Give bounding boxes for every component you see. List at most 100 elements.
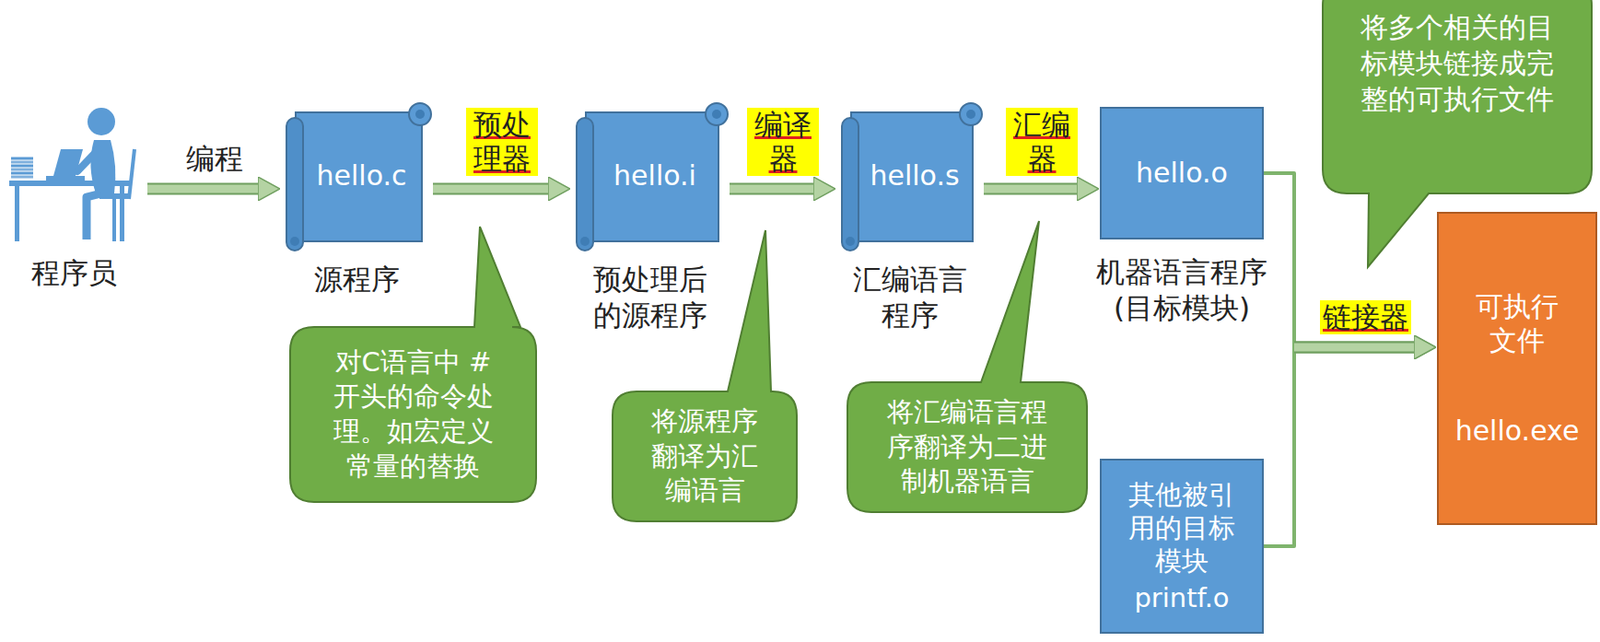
flow-arrow: [983, 188, 1078, 190]
box-body: hello.o: [1099, 106, 1264, 240]
paper-stack: [11, 157, 34, 161]
scroll-body: [295, 112, 422, 242]
flow-arrow: [729, 188, 815, 190]
flow-arrow: [147, 188, 259, 190]
executable-box-outline: [1436, 211, 1598, 526]
scroll-curl: [580, 236, 590, 246]
source-file-scroll: hello.s汇编语言 程序: [836, 101, 984, 251]
box-label: hello.c: [316, 158, 408, 194]
callout-text: 将源程序 翻译为汇 编语言: [629, 404, 781, 509]
callout-bubble: 对C语言中 # 开头的命令处 理。如宏定义 常量的替换: [290, 327, 537, 503]
box-caption: 预处理后 的源程序: [572, 261, 729, 334]
arrow-shaft: [1294, 343, 1415, 352]
tool-label: 编译 器: [747, 107, 819, 176]
source-file-scroll: hello.c源程序: [280, 101, 433, 251]
arrow-outline: [1294, 341, 1415, 354]
programmer-illustration: [9, 107, 135, 242]
box-fill: [1100, 107, 1263, 239]
chair-seat: [99, 193, 129, 199]
arrow-shaft: [432, 185, 549, 194]
programmer-figure: 程序员: [9, 101, 139, 245]
scroll-roll: [286, 117, 304, 251]
arrow-outline: [1294, 341, 1415, 354]
flow-arrow: [1263, 347, 1415, 547]
scroll-body: [585, 112, 719, 242]
flow-arrow: [432, 188, 549, 190]
box-caption: 机器语言程序 (目标模块): [1071, 254, 1293, 327]
bracket-line: [1263, 347, 1295, 547]
scroll-body: [851, 112, 973, 242]
box-fill: [1100, 459, 1263, 633]
box-label: 其他被引 用的目标 模块: [1110, 478, 1253, 579]
box-body: 其他被引 用的目标 模块printf.o: [1099, 458, 1264, 634]
scroll-curl: [415, 109, 425, 119]
box-body: hello.i: [571, 101, 730, 251]
laptop-base: [46, 175, 85, 181]
callout-text: 将汇编语言程 序翻译为二进 制机器语言: [864, 395, 1071, 500]
box-body: [9, 101, 139, 245]
box-label: hello.exe: [1455, 413, 1580, 449]
tool-label: 汇编 器: [1005, 107, 1078, 176]
arrow-outline: [147, 183, 259, 196]
tool-label: 链接器: [1319, 300, 1412, 335]
arm: [77, 149, 99, 172]
arrow-outline: [432, 183, 549, 196]
executable-box: 可执行 文件 hello.exe: [1436, 211, 1598, 526]
box-caption: 源程序: [279, 261, 436, 298]
callout-shape: [612, 230, 797, 522]
source-file-scroll: hello.i预处理后 的源程序: [571, 101, 730, 251]
leg: [86, 193, 102, 240]
scroll-roll: [841, 117, 859, 251]
programmer-figure-outline: [9, 101, 139, 245]
callout-shape: [290, 226, 537, 503]
scroll-curl: [712, 109, 722, 119]
box-label: hello.s: [869, 158, 959, 194]
scroll-roll: [576, 117, 594, 251]
paper-stack: [11, 161, 34, 164]
callout-bubble: 将汇编语言程 序翻译为二进 制机器语言: [847, 382, 1087, 513]
box-caption: 程序员: [0, 255, 148, 292]
torso: [90, 140, 116, 194]
object-module-box: hello.o机器语言程序 (目标模块): [1099, 106, 1264, 240]
chair-back: [128, 149, 135, 199]
callout-bubble: 将源程序 翻译为汇 编语言: [612, 391, 797, 522]
box-body: hello.c: [280, 101, 433, 251]
desk-leg: [14, 186, 20, 242]
paper-stack: [11, 168, 34, 172]
object-module-box: 其他被引 用的目标 模块printf.o: [1099, 458, 1264, 634]
box-label: 可执行 文件: [1448, 289, 1587, 359]
box-body: 将汇编语言程 序翻译为二进 制机器语言: [847, 382, 1087, 513]
arrow-shaft: [1294, 343, 1415, 352]
box-caption: 汇编语言 程序: [831, 261, 989, 334]
box-label: hello.o: [1135, 155, 1228, 191]
arrow-outline: [983, 183, 1078, 196]
arrow-shaft: [147, 185, 259, 194]
scroll-curl: [966, 109, 976, 119]
callout-text: 对C语言中 # 开头的命令处 理。如宏定义 常量的替换: [306, 345, 520, 485]
paper-stack: [11, 175, 34, 179]
scroll-curl: [290, 236, 300, 246]
callout-shape: [847, 221, 1087, 513]
scroll-curl: [959, 103, 982, 126]
box-body: hello.s: [836, 101, 984, 251]
box-body: 将多个相关的目 标模块链接成完 整的可执行文件: [1322, 0, 1592, 194]
scroll-curl: [408, 103, 432, 126]
tool-label: 编程: [183, 141, 246, 176]
callout-bubble: 将多个相关的目 标模块链接成完 整的可执行文件: [1322, 0, 1592, 194]
box-body: 将源程序 翻译为汇 编语言: [612, 391, 797, 522]
chair-leg: [112, 198, 117, 242]
head: [87, 107, 116, 136]
box-fill: [1437, 212, 1597, 525]
scroll-curl: [845, 236, 855, 246]
arrow-shaft: [729, 185, 815, 194]
box-body: 对C语言中 # 开头的命令处 理。如宏定义 常量的替换: [290, 327, 537, 503]
box-label: printf.o: [1133, 581, 1229, 615]
paper-stack: [11, 172, 34, 176]
arrow-outline: [729, 183, 815, 196]
bracket-line: [1263, 173, 1295, 348]
scroll-curl: [705, 103, 728, 126]
paper-stack: [11, 164, 34, 168]
box-body: 可执行 文件 hello.exe: [1436, 211, 1598, 526]
callout-text: 将多个相关的目 标模块链接成完 整的可执行文件: [1339, 9, 1576, 117]
